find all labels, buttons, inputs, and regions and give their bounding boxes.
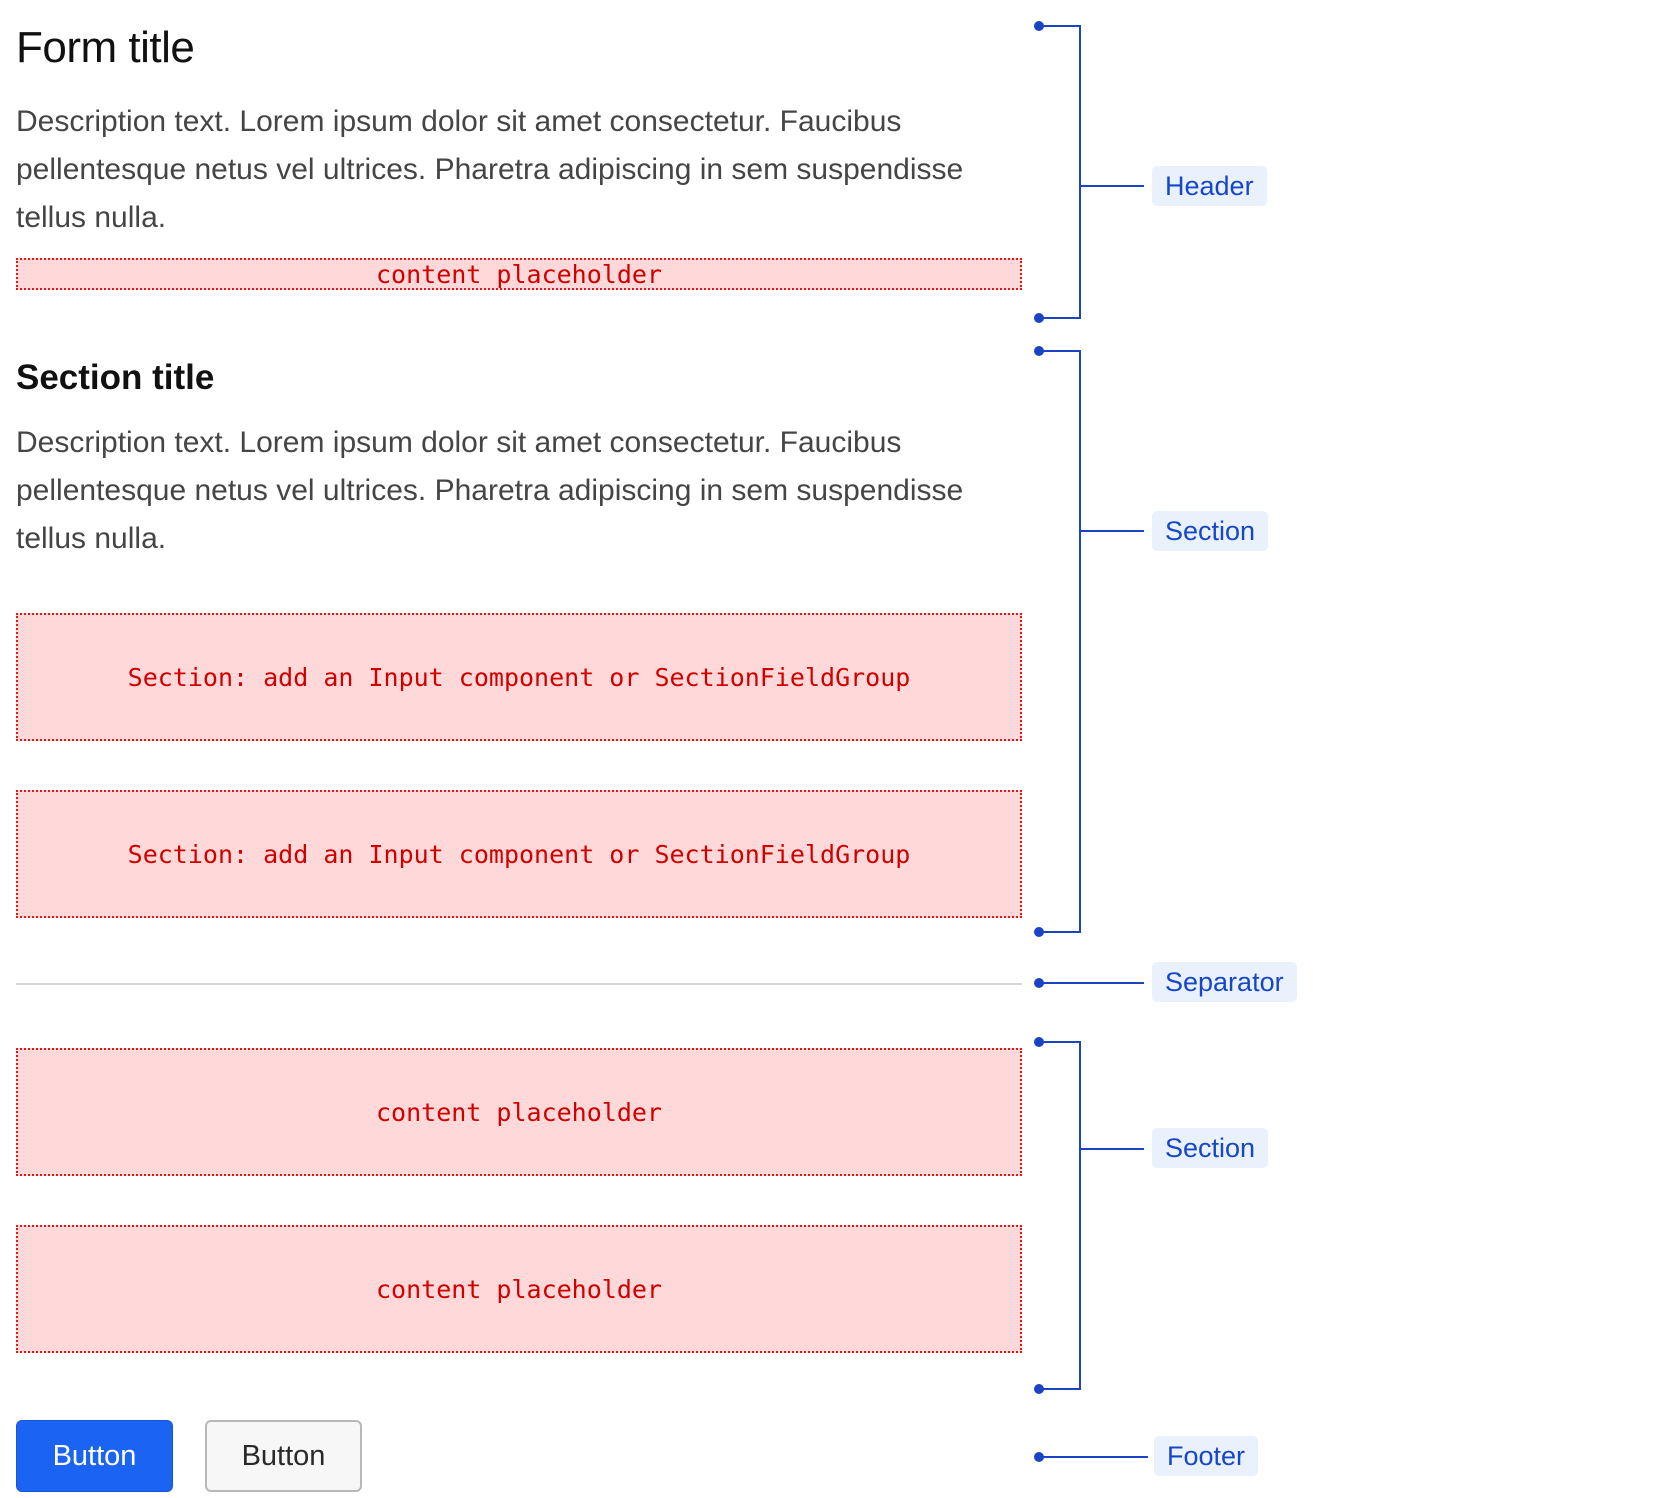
annotation-tag-header: Header <box>1152 166 1267 206</box>
content-placeholder: content placeholder <box>16 1225 1022 1353</box>
header-bracket <box>1039 25 1144 319</box>
section-slot-placeholder: Section: add an Input component or Secti… <box>16 613 1022 741</box>
header-content-placeholder: content placeholder <box>16 258 1022 290</box>
section-slot-label: Section: add an Input component or Secti… <box>127 839 911 869</box>
bracket-endpoint <box>1034 927 1044 937</box>
primary-button[interactable]: Button <box>16 1420 173 1492</box>
content-placeholder-label: content placeholder <box>376 1274 662 1304</box>
annotation-tag-separator: Separator <box>1152 962 1297 1002</box>
content-placeholder-label: content placeholder <box>376 1097 662 1127</box>
section-description: Description text. Lorem ipsum dolor sit … <box>16 426 964 555</box>
section-bracket <box>1039 1041 1144 1390</box>
section-bracket <box>1039 350 1144 933</box>
bracket-endpoint <box>1034 1384 1044 1394</box>
header-placeholder-label: content placeholder <box>376 259 662 289</box>
bracket-endpoint <box>1034 21 1044 31</box>
content-placeholder: content placeholder <box>16 1048 1022 1176</box>
secondary-button[interactable]: Button <box>205 1420 362 1492</box>
bracket-endpoint <box>1034 313 1044 323</box>
form-title: Form title <box>16 23 195 72</box>
form-separator <box>16 983 1022 985</box>
annotation-tag-section: Section <box>1152 511 1269 551</box>
form-description: Description text. Lorem ipsum dolor sit … <box>16 105 964 234</box>
bracket-endpoint <box>1034 1037 1044 1047</box>
annotation-tag-section: Section <box>1152 1128 1269 1168</box>
section-title: Section title <box>16 358 215 397</box>
bracket-endpoint <box>1034 1452 1044 1462</box>
bracket-endpoint <box>1034 978 1044 988</box>
section-slot-placeholder: Section: add an Input component or Secti… <box>16 790 1022 918</box>
bracket-endpoint <box>1034 346 1044 356</box>
annotation-tag-footer: Footer <box>1154 1436 1259 1476</box>
section-slot-label: Section: add an Input component or Secti… <box>127 662 911 692</box>
